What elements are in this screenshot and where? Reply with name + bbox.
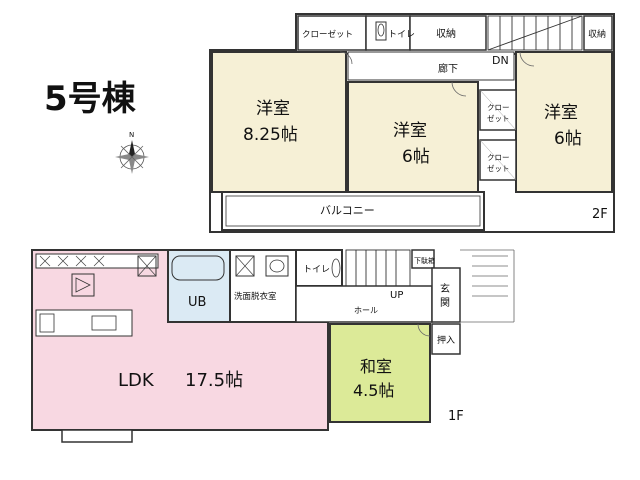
balcony-label: バルコニー — [320, 204, 375, 217]
stairs-up-label: UP — [390, 290, 403, 301]
balcony — [221, 191, 485, 231]
western-room-1-size: 8.25帖 — [243, 125, 298, 145]
western-room-3-name: 洋室 — [544, 103, 578, 123]
japanese-room-size: 4.5帖 — [353, 381, 394, 400]
western-room-3 — [515, 51, 613, 193]
washroom-label: 洗面脱衣室 — [234, 291, 277, 302]
closet-mid2-label-a: クロー — [487, 153, 510, 162]
western-room-2-size: 6帖 — [402, 147, 430, 167]
compass-north-label: N — [129, 131, 134, 139]
entrance — [431, 267, 461, 323]
toilet-1f — [295, 249, 343, 287]
floor-1f-label: 1F — [448, 409, 464, 424]
unit-bath — [167, 249, 231, 323]
western-room-1 — [211, 51, 347, 193]
storage-1-label: 収納 — [436, 27, 456, 40]
closet-top-label: クローゼット — [302, 29, 353, 40]
closet-mid1-label-b: ゼット — [487, 113, 510, 123]
hall-label: ホール — [354, 306, 378, 315]
first-floor — [31, 249, 515, 443]
storage-2-label: 収納 — [588, 28, 606, 40]
hallway-label: 廊下 — [438, 62, 458, 75]
floor-2f-label: 2F — [592, 207, 608, 222]
closet-mid2-label-b: ゼット — [487, 163, 510, 173]
closet-1f-label: 押入 — [437, 334, 455, 346]
japanese-room — [329, 323, 431, 423]
staircase-2f — [487, 15, 583, 51]
compass-icon — [115, 140, 149, 174]
entrance-label-b: 関 — [440, 297, 450, 309]
ldk-name: LDK — [118, 370, 155, 391]
closet-mid1-label-a: クロー — [487, 103, 510, 112]
western-room-1-name: 洋室 — [256, 99, 290, 119]
toilet-1f-label: トイレ — [303, 265, 330, 275]
ldk-size: 17.5帖 — [185, 370, 243, 391]
western-room-3-size: 6帖 — [554, 129, 582, 149]
staircase-1f — [345, 249, 411, 287]
entrance-label-a: 玄 — [440, 282, 450, 295]
toilet-2f-label: トイレ — [388, 30, 415, 40]
building-title: 5号棟 — [44, 79, 137, 119]
hall — [295, 285, 433, 323]
second-floor — [209, 13, 615, 233]
japanese-room-name: 和室 — [360, 357, 392, 376]
western-room-2-name: 洋室 — [393, 121, 427, 141]
unit-bath-label: UB — [188, 295, 206, 310]
shoe-box-label: 下駄箱 — [414, 256, 435, 265]
stairs-down-label: DN — [492, 54, 509, 67]
